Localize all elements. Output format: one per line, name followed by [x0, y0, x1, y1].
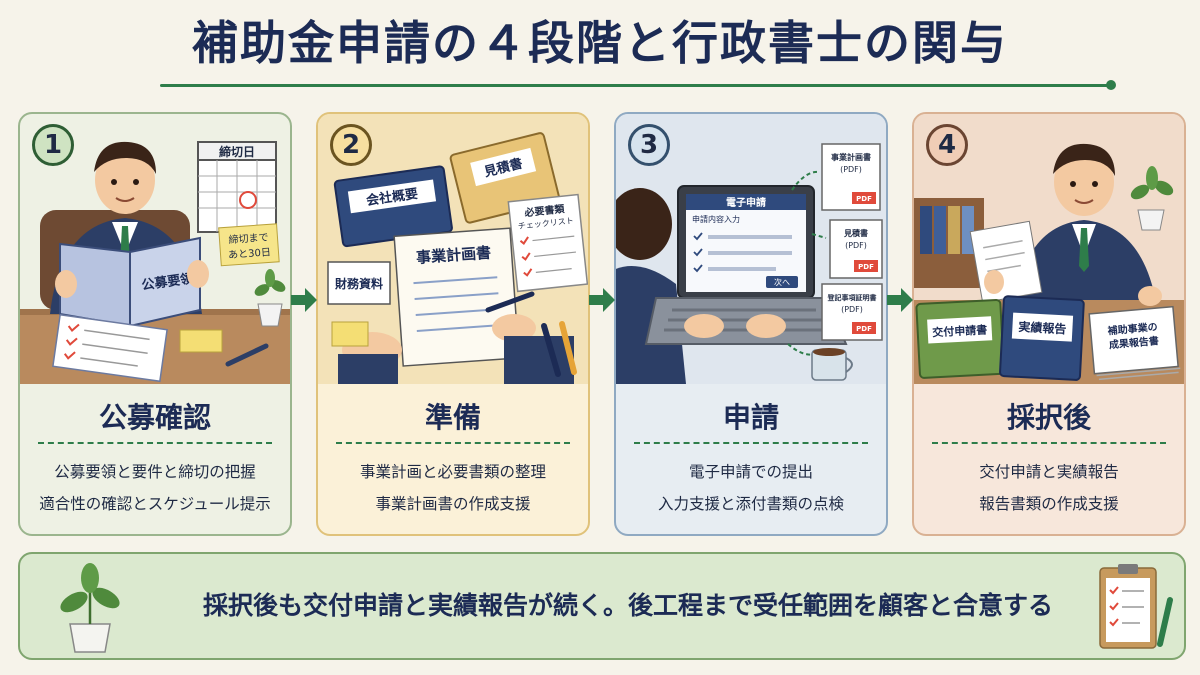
step-panel-4: 交付申請書 実績報告 補助事業の 成果報告書 4 採択後 交付申請と実績報告 報… — [912, 112, 1186, 536]
calendar-label: 締切日 — [219, 144, 255, 159]
title-underline — [160, 84, 1110, 87]
step-divider-2 — [336, 442, 570, 444]
scene-electronic-application: 電子申請 申請内容入力 次へ 事業計画書 (PDF) PDF 見積書 (PDF)… — [616, 114, 886, 384]
book-performance-report-icon: 実績報告 — [999, 295, 1085, 381]
person-face — [1054, 148, 1114, 216]
sticky-pad — [331, 321, 369, 347]
step-title-4: 採択後 — [1006, 401, 1091, 434]
step-number-1: 1 — [32, 124, 74, 166]
svg-text:成果報告書: 成果報告書 — [1108, 334, 1159, 351]
step-desc-2a: 事業計画と必要書類の整理 — [359, 463, 546, 481]
checklist-required-docs-icon: 必要書類 チェックリスト — [507, 193, 588, 293]
pen-icon — [225, 343, 269, 367]
svg-text:実績報告: 実績報告 — [1018, 319, 1067, 336]
svg-text:(PDF): (PDF) — [845, 241, 867, 250]
clipboard-checklist-icon — [1099, 564, 1173, 649]
plant-icon — [1130, 166, 1174, 231]
flow-arrow-2-icon — [589, 288, 615, 312]
checklist-icon — [52, 313, 168, 383]
next-button — [766, 276, 798, 288]
svg-text:PDF: PDF — [856, 325, 872, 333]
step-desc-1a: 公募要領と要件と締切の把握 — [54, 463, 256, 481]
svg-text:交付申請書: 交付申請書 — [932, 322, 988, 339]
step-desc-2b: 事業計画書の作成支援 — [375, 495, 531, 513]
plant-icon — [254, 269, 286, 327]
step-panel-2: 会社概要 見積書 必要書類 チェックリスト 財務資料 事業計画書 — [316, 112, 590, 536]
binder-company-profile-icon: 会社概要 — [333, 165, 453, 248]
step-desc-3a: 電子申請での提出 — [688, 463, 813, 481]
step-desc-3b: 入力支援と添付書類の点検 — [657, 495, 844, 513]
svg-text:(PDF): (PDF) — [840, 165, 862, 174]
document-business-plan-icon: 事業計画書 — [393, 227, 520, 367]
svg-text:次へ: 次へ — [774, 277, 790, 287]
shelf-binders-icon — [914, 198, 984, 288]
file-estimate-pdf-icon: 見積書 (PDF) PDF — [829, 219, 883, 279]
step-title-1: 公募確認 — [98, 401, 211, 434]
hand-right — [492, 314, 536, 342]
upload-arrow — [791, 170, 821, 191]
svg-text:登記事項証明書: 登記事項証明書 — [827, 293, 877, 302]
sticky-pad — [179, 329, 223, 353]
book-grant-application-icon: 交付申請書 — [915, 298, 1005, 379]
step-divider-1 — [38, 442, 272, 444]
step-desc-4a: 交付申請と実績報告 — [979, 463, 1119, 481]
flow-arrow-3-icon — [887, 288, 913, 312]
step-number-4: 4 — [926, 124, 968, 166]
step-divider-3 — [634, 442, 868, 444]
step-title-2: 準備 — [424, 401, 481, 434]
document-financial-icon: 財務資料 — [327, 261, 391, 305]
svg-text:事業計画書: 事業計画書 — [831, 152, 871, 162]
svg-text:締切まで: 締切まで — [228, 230, 269, 246]
bottom-banner: 採択後も交付申請と実績報告が続く。後工程まで受任範囲を顧客と合意する — [18, 552, 1186, 660]
report-outcome-icon: 補助事業の 成果報告書 — [1088, 305, 1181, 381]
svg-text:見積書: 見積書 — [843, 228, 868, 238]
svg-text:PDF: PDF — [856, 195, 872, 203]
flow-arrow-1-icon — [291, 288, 317, 312]
svg-text:事業計画書: 事業計画書 — [416, 244, 492, 267]
svg-text:(PDF): (PDF) — [841, 305, 863, 314]
step-number-2: 2 — [330, 124, 372, 166]
plant-icon — [60, 563, 120, 653]
step-desc-1b: 適合性の確認とスケジュール提示 — [39, 495, 271, 513]
page-title: 補助金申請の４段階と行政書士の関与 — [192, 16, 1008, 70]
screen-subheader: 申請内容入力 — [692, 214, 740, 224]
scene-post-adoption: 交付申請書 実績報告 補助事業の 成果報告書 — [914, 114, 1184, 384]
svg-text:補助事業の: 補助事業の — [1106, 320, 1158, 337]
file-registry-certificate-pdf-icon: 登記事項証明書 (PDF) PDF — [821, 283, 883, 341]
document-held — [969, 220, 1043, 304]
file-business-plan-pdf-icon: 事業計画書 (PDF) PDF — [821, 143, 881, 211]
book-guidelines-icon: 公募要領 — [59, 236, 201, 328]
tie-icon — [1079, 228, 1089, 272]
svg-text:財務資料: 財務資料 — [334, 276, 383, 291]
svg-text:必要書類: 必要書類 — [523, 202, 566, 219]
coffee-cup-icon — [811, 348, 853, 381]
step-number-3: 3 — [628, 124, 670, 166]
person-head-back — [616, 188, 672, 260]
book-label: 公募要領 — [141, 270, 196, 293]
bottom-message: 採択後も交付申請と実績報告が続く。後工程まで受任範囲を顧客と合意する — [202, 591, 1053, 620]
calendar-icon: 締切日 — [197, 141, 277, 233]
step-panel-1: 公募要領 締切日 締切まで あと30日 — [18, 112, 292, 536]
person-face — [95, 146, 155, 214]
title-underline-dot — [1106, 80, 1116, 90]
scene-announcement-review: 公募要領 締切日 締切まで あと30日 — [20, 141, 290, 384]
sticky-note-deadline: 締切まで あと30日 — [218, 223, 280, 267]
screen-header: 電子申請 — [726, 196, 766, 209]
svg-text:あと30日: あと30日 — [228, 246, 271, 261]
step-title-3: 申請 — [722, 401, 779, 434]
step-divider-4 — [932, 442, 1166, 444]
svg-text:会社概要: 会社概要 — [365, 186, 419, 209]
pen-icon — [485, 291, 535, 313]
step-panel-3: 電子申請 申請内容入力 次へ 事業計画書 (PDF) PDF 見積書 (PDF)… — [614, 112, 888, 536]
step-desc-4b: 報告書類の作成支援 — [979, 495, 1119, 513]
svg-text:PDF: PDF — [858, 263, 874, 271]
